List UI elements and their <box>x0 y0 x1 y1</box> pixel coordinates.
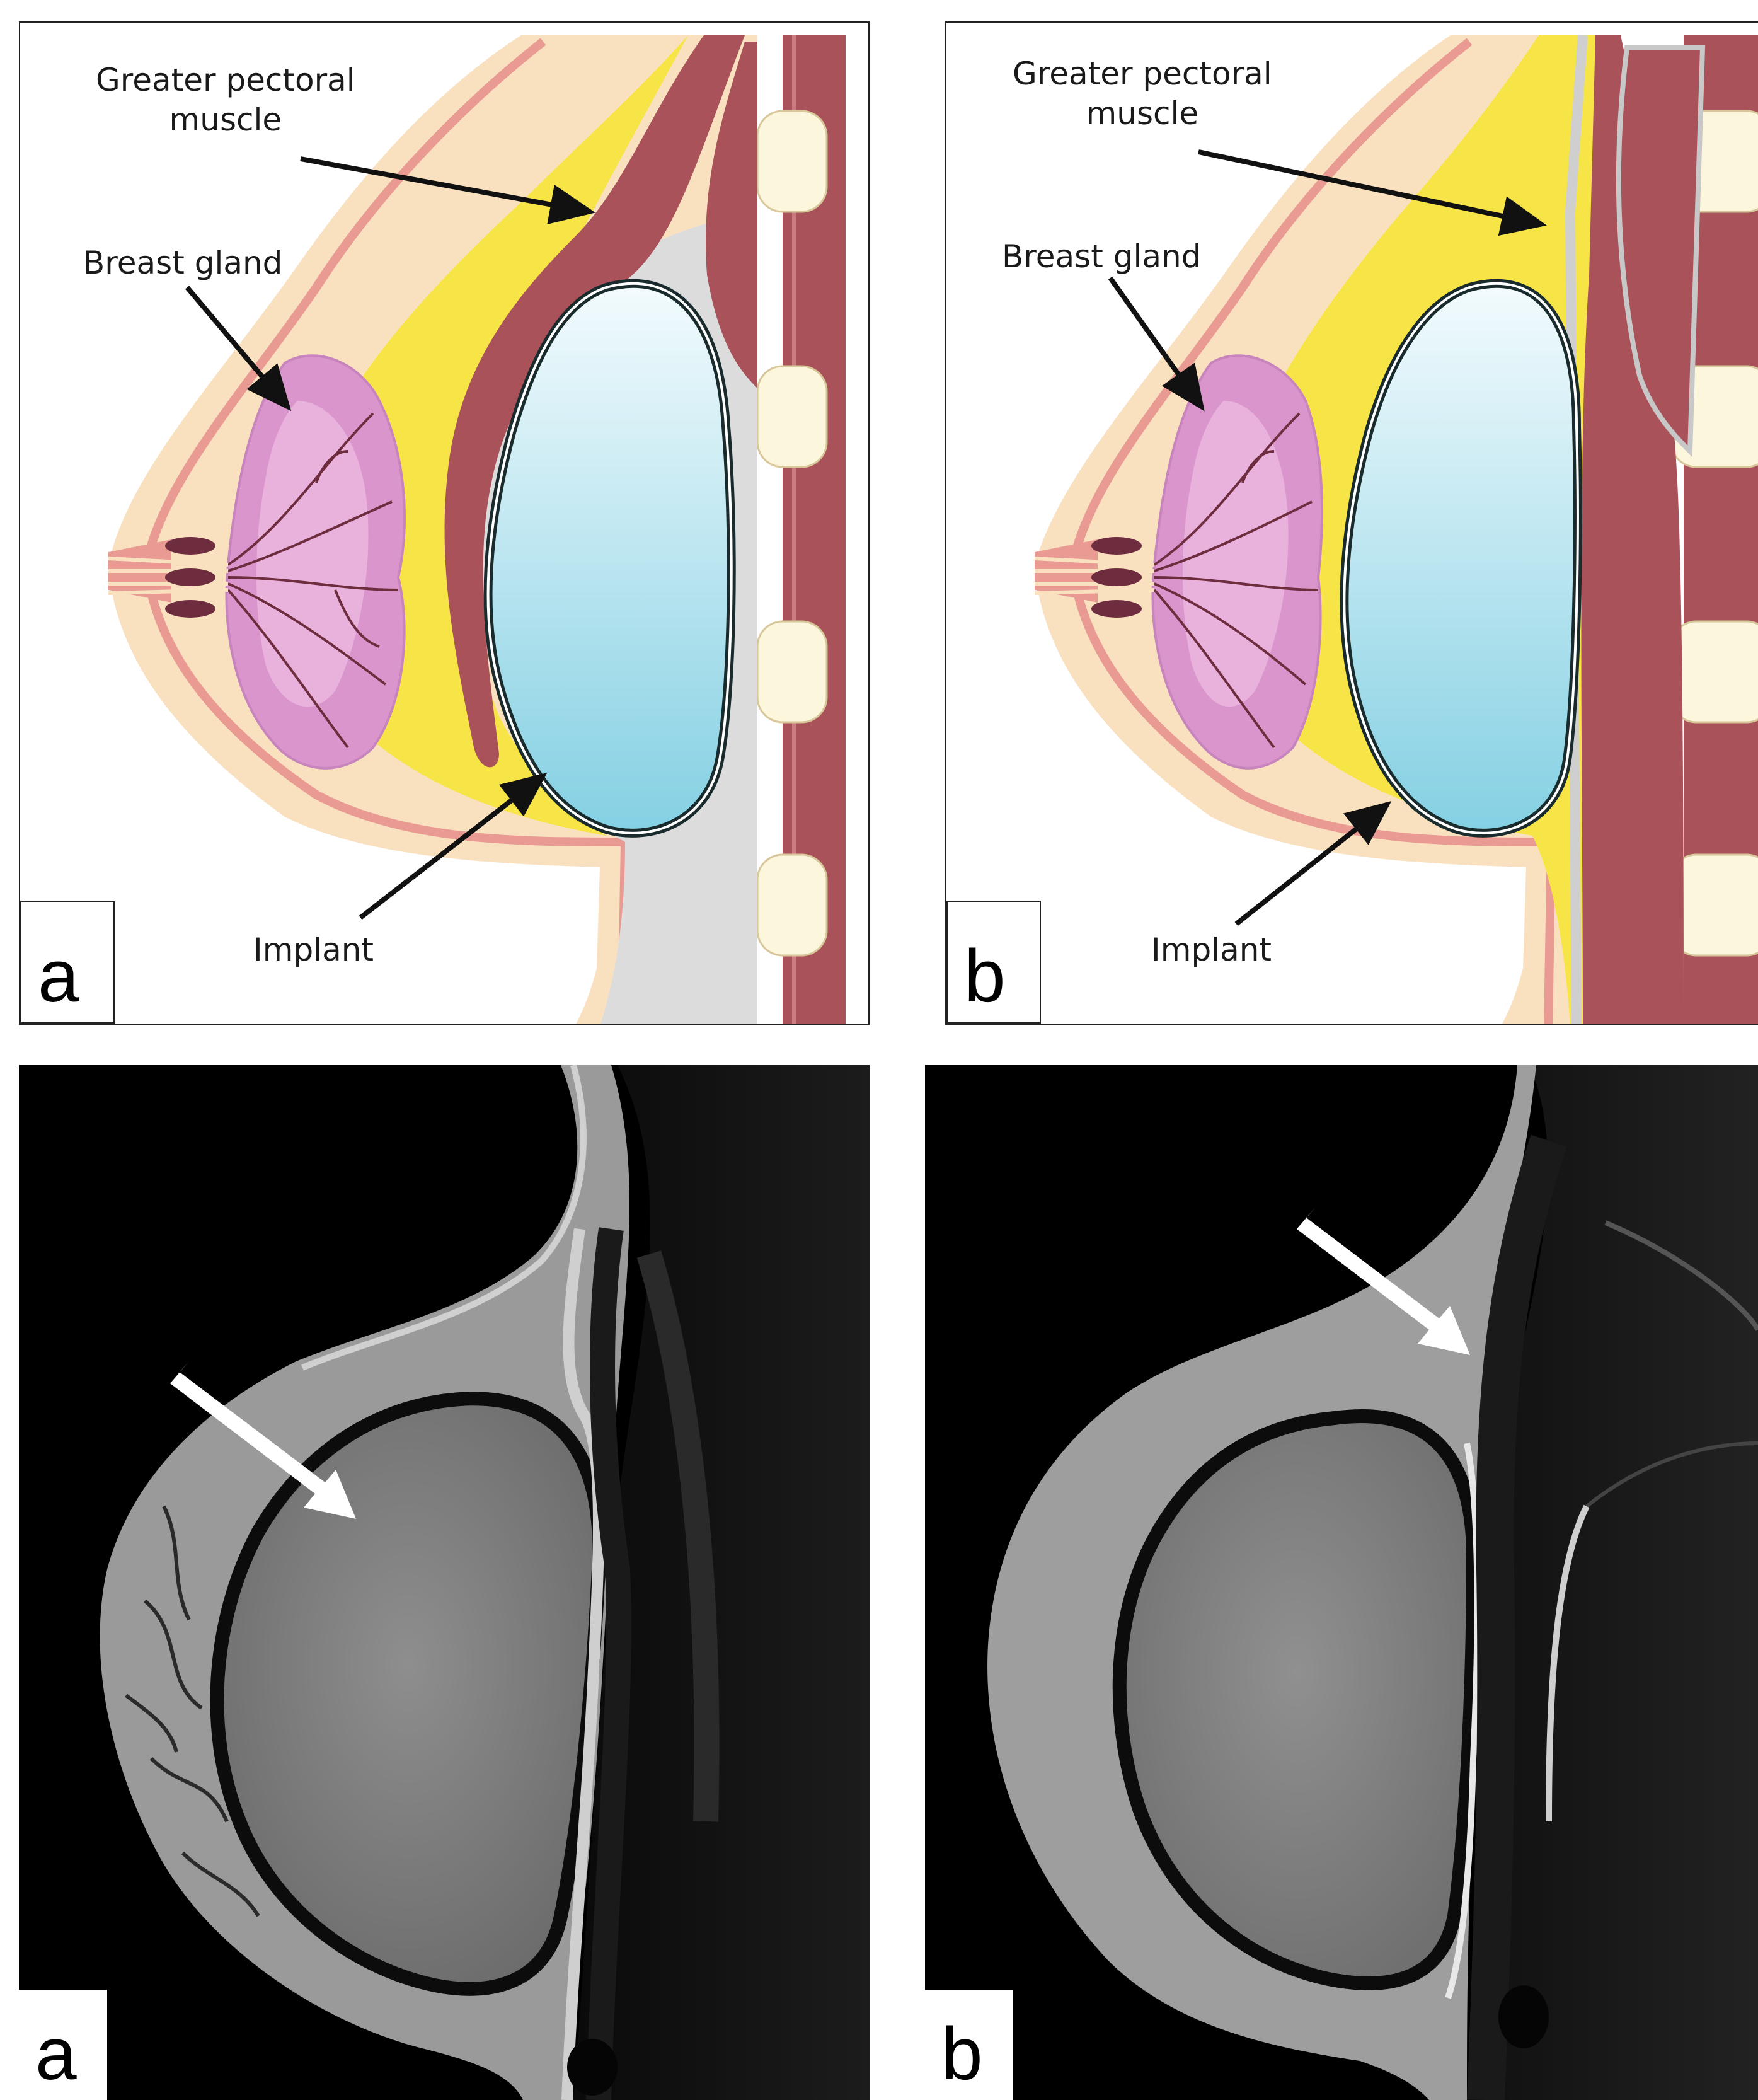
rib <box>757 366 827 467</box>
implant-label: Implant <box>1151 930 1272 970</box>
panel-label-box: a <box>20 901 115 1024</box>
panel-label-box: b <box>925 1990 1013 2100</box>
mri-panel-b: b <box>925 1065 1758 2100</box>
subglandular-implant-diagram <box>946 23 1758 1025</box>
illustration-panel-a: Greater pectoral muscle Breast gland Imp… <box>19 21 870 1025</box>
pectoral-muscle-label: Greater pectoral muscle <box>1013 54 1272 133</box>
panel-label: a <box>38 939 79 1013</box>
rib <box>757 621 827 722</box>
mri-image-subglandular <box>925 1065 1758 2100</box>
pectoral-muscle-label: Greater pectoral muscle <box>96 61 355 139</box>
implant-label: Implant <box>253 930 374 970</box>
panel-label: b <box>964 939 1006 1013</box>
panel-label: b <box>941 2017 983 2091</box>
rib <box>757 111 827 212</box>
subpectoral-implant-diagram <box>20 23 870 1025</box>
pectoral-muscle-label-line2: muscle <box>96 100 355 140</box>
panel-label-box: a <box>19 1990 107 2100</box>
rib <box>757 855 827 955</box>
illustration-panel-b: Greater pectoral muscle Breast gland Imp… <box>945 21 1758 1025</box>
pectoral-muscle-label-line2: muscle <box>1013 94 1272 134</box>
breast-gland-label: Breast gland <box>83 243 282 283</box>
rib <box>1671 621 1758 722</box>
rib <box>1671 855 1758 955</box>
panel-label-box: b <box>946 901 1041 1024</box>
pectoral-muscle-label-line1: Greater pectoral <box>1013 54 1272 94</box>
mri-image-subpectoral <box>19 1065 870 2100</box>
pectoral-muscle-label-line1: Greater pectoral <box>96 61 355 100</box>
breast-gland-label: Breast gland <box>1002 237 1201 277</box>
panel-label: a <box>35 2017 77 2091</box>
mri-panel-a: a <box>19 1065 870 2100</box>
